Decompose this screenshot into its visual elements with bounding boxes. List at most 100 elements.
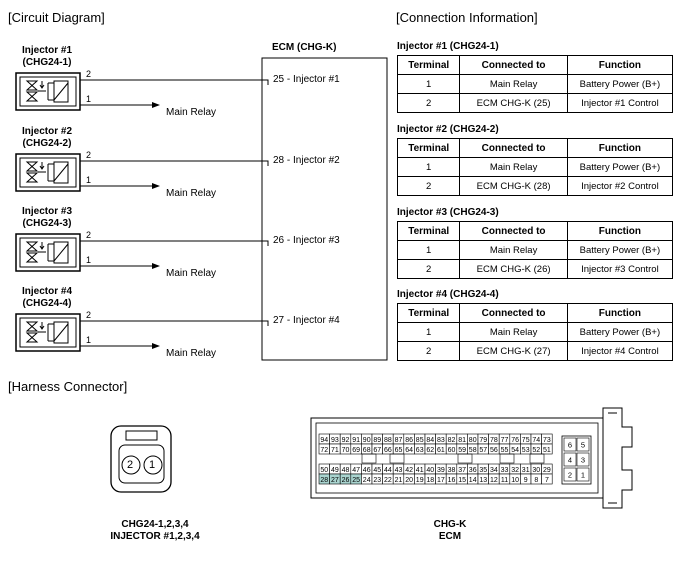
ecm-pin-number: 63 — [416, 447, 424, 454]
table-cell: 2 — [396, 93, 461, 113]
injector-1-pin-2: 2 — [86, 69, 92, 79]
injector-connector-caption: CHG24-1,2,3,4 INJECTOR #1,2,3,4 — [80, 519, 230, 543]
ecm-pin-cell — [576, 452, 590, 467]
ecm-pin-number: 51 — [543, 447, 551, 454]
ecm-pin-number: 25 — [352, 477, 360, 484]
ecm-pin-number: 24 — [363, 477, 371, 484]
ecm-pin-number: 68 — [363, 447, 371, 454]
ecm-pin-number: 72 — [320, 447, 328, 454]
injector-2-symbol — [15, 153, 269, 192]
table-cell: Battery Power (B+) — [566, 157, 674, 177]
ecm-pin-number: 88 — [384, 437, 392, 444]
ecm-pin-number: 49 — [331, 467, 339, 474]
ecm-pin-number: 33 — [501, 467, 509, 474]
ecm-pin-number: 65 — [395, 447, 403, 454]
injector-2-main-relay-label: Main Relay — [166, 188, 217, 199]
ecm-pin-number: 45 — [373, 467, 381, 474]
ecm-pin-cell — [563, 452, 577, 467]
table-cell: ECM CHG-K (26) — [459, 259, 568, 279]
table-header: Connected to — [459, 303, 568, 323]
table-header: Terminal — [396, 55, 461, 75]
ecm-pin-number: 74 — [532, 437, 540, 444]
injector-4-main-relay-label: Main Relay — [166, 348, 217, 359]
table-header: Function — [566, 55, 674, 75]
ecm-pin-number: 38 — [448, 467, 456, 474]
ecm-pin-number: 71 — [331, 447, 339, 454]
table-cell: Injector #1 Control — [566, 93, 674, 113]
ecm-pin-cell — [563, 437, 577, 452]
table-cell: Main Relay — [459, 74, 568, 94]
table-cell: 2 — [396, 341, 461, 361]
ecm-pin-number: 55 — [501, 447, 509, 454]
table-cell: ECM CHG-K (28) — [459, 176, 568, 196]
ecm-pin-number: 70 — [342, 447, 350, 454]
ecm-pin-number: 64 — [405, 447, 413, 454]
ecm-pin-number: 21 — [395, 477, 403, 484]
table-cell: Injector #2 Control — [566, 176, 674, 196]
ecm-pin-number: 11 — [501, 477, 508, 484]
connector-key — [499, 453, 515, 464]
injector-3-title: Injector #3(CHG24-3) — [14, 206, 80, 230]
table-cell: Battery Power (B+) — [566, 240, 674, 260]
ecm-pin-number: 86 — [405, 437, 413, 444]
table-4-title: Injector #4 (CHG24-4) — [397, 289, 499, 300]
ecm-pin-number: 13 — [479, 477, 487, 484]
ecm-pin-number: 36 — [469, 467, 477, 474]
ecm-pin-number: 82 — [448, 437, 456, 444]
table-1-title: Injector #1 (CHG24-1) — [397, 41, 499, 52]
ecm-pin-number: 27 — [331, 477, 339, 484]
table-header: Terminal — [396, 138, 461, 158]
injector-3-code: (CHG24-3) — [22, 218, 72, 229]
table-cell: ECM CHG-K (25) — [459, 93, 568, 113]
connection-info-heading: [Connection Information] — [396, 10, 538, 25]
injector-connector-caption-line1: CHG24-1,2,3,4 — [121, 519, 189, 530]
ecm-pin-number: 15 — [458, 477, 466, 484]
ecm-pin-number: 87 — [395, 437, 403, 444]
ecm-pin-number: 31 — [522, 467, 530, 474]
ecm-pin-number: 47 — [352, 467, 360, 474]
ecm-pin-number: 53 — [522, 447, 530, 454]
connector-pin-2: 2 — [127, 459, 134, 471]
injector-1-name: Injector #1 — [21, 45, 73, 56]
ecm-pin-number: 79 — [479, 437, 487, 444]
ecm-connector-caption-line1: CHG-K — [433, 519, 467, 530]
ecm-pin-number: 17 — [437, 477, 445, 484]
ecm-pin-number: 29 — [543, 467, 551, 474]
ecm-pin-number: 83 — [437, 437, 445, 444]
ecm-pin-number: 50 — [320, 467, 328, 474]
ecm-pin-number: 12 — [490, 477, 498, 484]
ecm-pin-number: 6 — [568, 441, 572, 450]
table-header: Terminal — [396, 303, 461, 323]
injector-4-pin-2: 2 — [86, 310, 92, 320]
arrow-icon — [152, 263, 160, 269]
injector-2-title: Injector #2(CHG24-2) — [14, 126, 80, 150]
injector-2-code: (CHG24-2) — [22, 138, 72, 149]
injector-connector-caption-line2: INJECTOR #1,2,3,4 — [110, 531, 200, 542]
table-cell: Injector #3 Control — [566, 259, 674, 279]
ecm-pin-number: 34 — [490, 467, 498, 474]
ecm-pin-number: 28 — [320, 477, 328, 484]
injector-1-ecm-pin-label: 25 - Injector #1 — [273, 74, 340, 85]
ecm-pin-cell — [563, 467, 577, 482]
injector-4-ecm-pin-label: 27 - Injector #4 — [273, 315, 340, 326]
ecm-pin-number: 75 — [522, 437, 530, 444]
ecm-pin-number: 56 — [490, 447, 498, 454]
ecm-pin-number: 78 — [490, 437, 498, 444]
ecm-pin-number: 52 — [532, 447, 540, 454]
ecm-pin-number: 84 — [426, 437, 434, 444]
ecm-pin-number: 46 — [363, 467, 371, 474]
table-cell: Battery Power (B+) — [566, 74, 674, 94]
ecm-pin-number: 42 — [405, 467, 413, 474]
arrow-icon — [152, 343, 160, 349]
arrow-icon — [152, 102, 160, 108]
ecm-pin-number: 44 — [384, 467, 392, 474]
table-header: Connected to — [459, 138, 568, 158]
ecm-pin-number: 80 — [469, 437, 477, 444]
ecm-pin-number: 9 — [524, 477, 528, 484]
ecm-pin-number: 39 — [437, 467, 445, 474]
table-header: Function — [566, 138, 674, 158]
ecm-pin-number: 14 — [469, 477, 477, 484]
